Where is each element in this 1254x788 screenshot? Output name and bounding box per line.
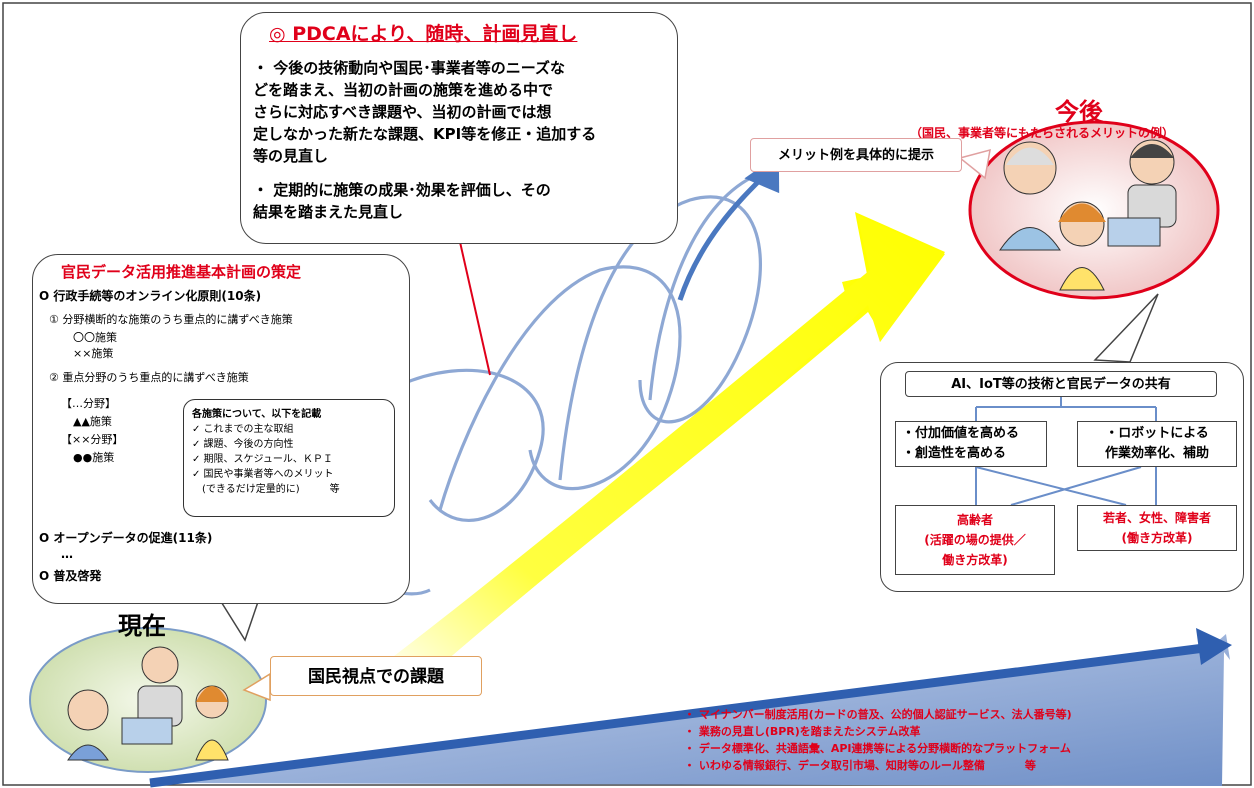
bottom-item: ・ いわゆる情報銀行、データ取引市場、知財等のルール整備 等 (684, 757, 1072, 774)
pdca-bubble: ◎ PDCAにより、随時、計画見直し ・ 今後の技術動向や国民･事業者等のニーズ… (240, 12, 678, 244)
plan-sub-1a: 〇〇施策 (73, 331, 117, 344)
spiral-blue-end (677, 178, 762, 301)
ai-young: 若者、女性、障害者 (働き方改革) (1077, 505, 1237, 551)
ai-header: AI、IoT等の技術と官民データの共有 (905, 371, 1217, 397)
ai-elder-line: 働き方改革) (942, 553, 1008, 567)
plan-sub-2: ② 重点分野のうち重点的に講ずべき施策 (49, 371, 249, 384)
ai-right-line: 作業効率化、補助 (1104, 446, 1209, 461)
pdca-line: 等の見直し (253, 147, 329, 165)
plan-field-1a: ▲▲施策 (73, 415, 112, 428)
bottom-arrow-head (1196, 628, 1232, 665)
ai-left-line: ・付加価値を高める (902, 426, 1020, 441)
bottom-item: ・ マイナンバー制度活用(カードの普及、公的個人認証サービス、法人番号等) (684, 708, 1072, 721)
future-title: 今後 (1055, 98, 1103, 126)
pdca-bullet-2: ・ 定期的に施策の成果･効果を評価し、その 結果を踏まえた見直し (253, 179, 551, 223)
merit-pointer (958, 148, 991, 180)
inner-check: ✓ これまでの主な取組 (192, 424, 294, 435)
ai-right: ・ロボットによる 作業効率化、補助 (1077, 421, 1237, 467)
ai-left-line: ・創造性を高める (902, 446, 1007, 461)
plan-field-2a: ●●施策 (73, 451, 115, 464)
plan-sub-1: ① 分野横断的な施策のうち重点的に講ずべき施策 (49, 313, 293, 326)
plan-title: 官民データ活用推進基本計画の策定 (61, 263, 302, 281)
merit-callout: メリット例を具体的に提示 (750, 138, 962, 172)
inner-check-last: (できるだけ定量的に) 等 (192, 482, 340, 497)
inner-last: (できるだけ定量的に) (202, 484, 300, 495)
plan-field-2: 【××分野】 (61, 433, 124, 446)
inner-check: ✓ 課題、今後の方向性 (192, 439, 294, 450)
future-subtitle: （国民、事業者等にもたらされるメリットの例） (910, 126, 1175, 140)
pdca-title: ◎ PDCAにより、随時、計画見直し (269, 23, 578, 45)
bottom-etc: 等 (1024, 759, 1036, 772)
current-people (67, 646, 229, 761)
pdca-line: ・ 定期的に施策の成果･効果を評価し、その (253, 181, 551, 199)
inner-check: ✓ 期限、スケジュール、ＫＰＩ (192, 454, 333, 465)
current-label: 現在 (118, 612, 166, 640)
plan-item-1: O 行政手続等のオンライン化原則(10条) (39, 289, 262, 303)
pdca-line: 定しなかった新たな課題、KPI等を修正・追加する (253, 125, 597, 143)
plan-bubble: 官民データ活用推進基本計画の策定 O 行政手続等のオンライン化原則(10条) ①… (32, 254, 410, 604)
plan-sub-1b: ××施策 (73, 347, 114, 360)
inner-checks: ✓ これまでの主な取組 ✓ 課題、今後の方向性 ✓ 期限、スケジュール、ＫＰＩ … (192, 422, 340, 497)
ai-elder: 高齢者 (活躍の場の提供／ 働き方改革) (895, 505, 1055, 575)
pdca-connector (459, 241, 491, 376)
pdca-line: ・ 今後の技術動向や国民･事業者等のニーズな (253, 59, 565, 77)
ai-elder-line: 高齢者 (956, 513, 993, 527)
bottom-item-text: ・ いわゆる情報銀行、データ取引市場、知財等のルール整備 (684, 759, 985, 772)
bottom-wedge (150, 634, 1230, 786)
inner-etc: 等 (329, 484, 340, 495)
bottom-item: ・ 業務の見直し(BPR)を踏まえたシステム改革 (684, 725, 921, 738)
ai-box: AI、IoT等の技術と官民データの共有 ・付加価値を高める ・創造性を高める ・… (880, 362, 1244, 592)
inner-box: 各施策について、以下を記載 ✓ これまでの主な取組 ✓ 課題、今後の方向性 ✓ … (183, 399, 395, 517)
ai-box-arrows (975, 397, 1157, 506)
pdca-bullet-1: ・ 今後の技術動向や国民･事業者等のニーズな どを踏まえ、当初の計画の施策を進め… (253, 57, 596, 167)
plan-item-3: O 普及啓発 (39, 569, 102, 583)
ai-young-line: (働き方改革) (1121, 531, 1193, 545)
issue-callout: 国民視点での課題 (270, 656, 482, 696)
plan-field-1: 【…分野】 (61, 397, 116, 410)
pdca-line: さらに対応すべき課題や、当初の計画では想 (253, 103, 552, 121)
inner-title: 各施策について、以下を記載 (192, 409, 322, 420)
ai-elder-line: (活躍の場の提供／ (924, 533, 1026, 547)
bottom-arrow-shaft (149, 642, 1213, 788)
ai-young-line: 若者、女性、障害者 (1102, 511, 1211, 525)
pdca-line: どを踏まえ、当初の計画の施策を進める中で (253, 81, 554, 99)
plan-item-2: O オープンデータの促進(11条) (39, 531, 213, 545)
bottom-list: ・ マイナンバー制度活用(カードの普及、公的個人認証サービス、法人番号等) ・ … (684, 706, 1072, 774)
ai-box-tail (1093, 293, 1159, 363)
plan-ellipsis: … (61, 547, 73, 561)
ai-left: ・付加価値を高める ・創造性を高める (895, 421, 1047, 467)
ai-right-line: ・ロボットによる (1105, 426, 1209, 441)
pdca-line: 結果を踏まえた見直し (253, 203, 404, 221)
future-people (999, 139, 1177, 291)
inner-check: ✓ 国民や事業者等へのメリット (192, 469, 334, 480)
bottom-item: ・ データ標準化、共通語彙、API連携等による分野横断的なプラットフォーム (684, 742, 1071, 755)
yellow-arrow-body (385, 215, 945, 688)
